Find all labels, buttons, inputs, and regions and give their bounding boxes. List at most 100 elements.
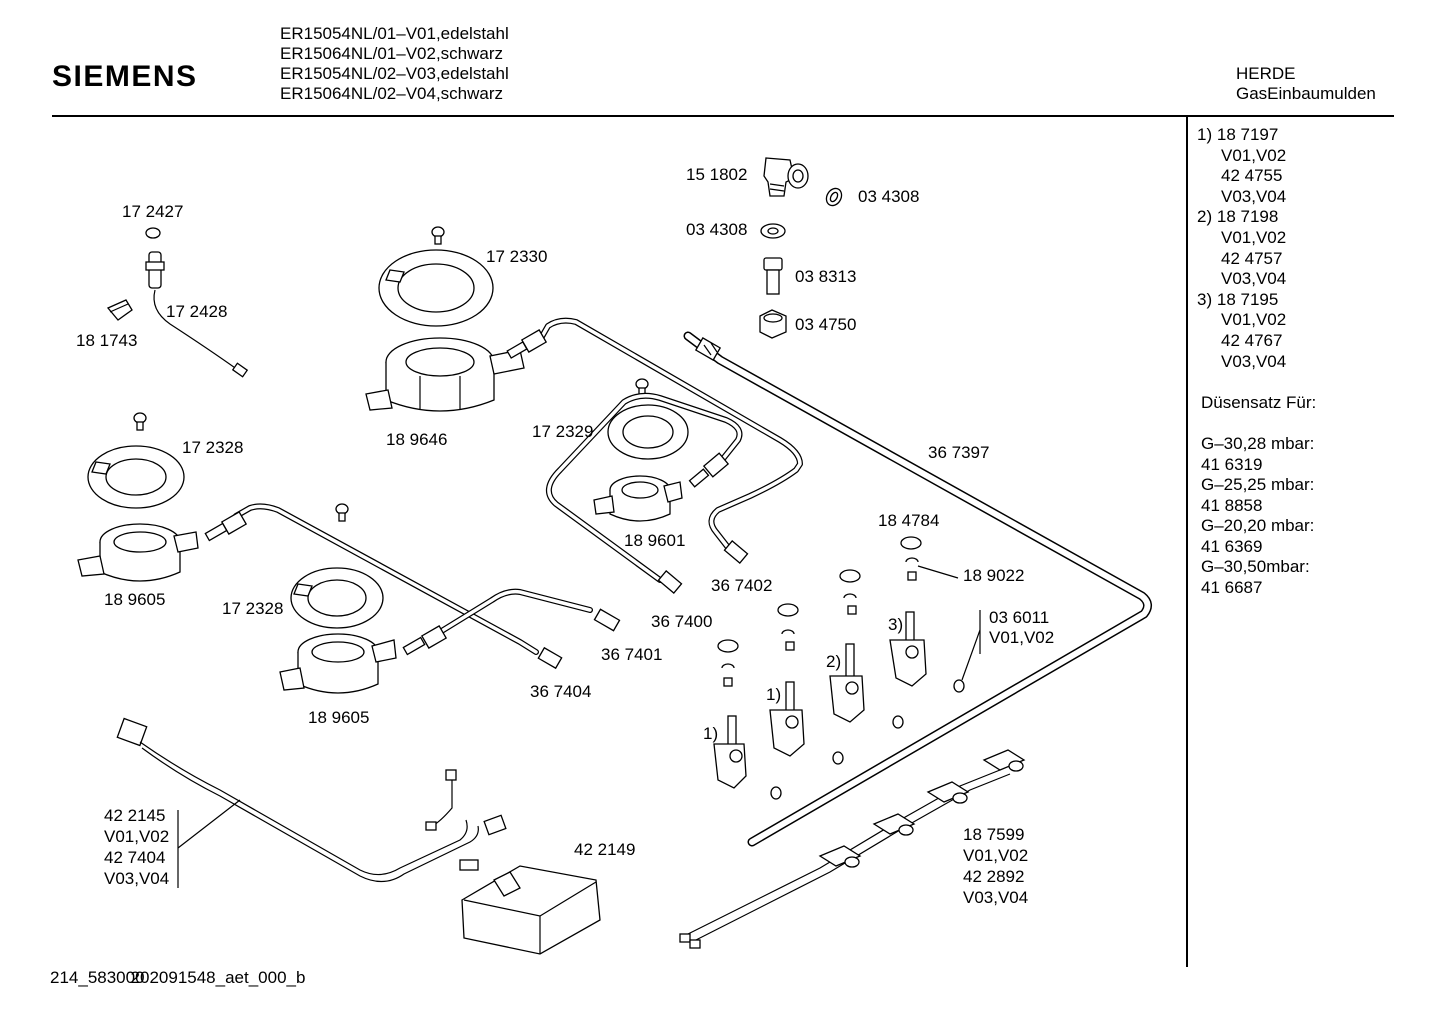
variant-line: 42 4755	[1221, 166, 1283, 186]
part-label: V01,V02	[989, 628, 1054, 647]
screw	[335, 503, 349, 522]
drawing-code: 214_583000202091548_aet_000_b	[50, 968, 305, 988]
side-panel: 1) 18 7197 V01,V02 42 4755 V03,V04 2) 18…	[1197, 125, 1316, 599]
nozzle-part: 41 6319	[1201, 454, 1263, 474]
electrode-clip	[106, 299, 133, 321]
part-label: 03 6011	[989, 608, 1049, 627]
part-label: 42 7404	[104, 848, 165, 867]
valve-cap	[839, 569, 861, 615]
part-label: 18 4784	[878, 511, 939, 530]
part-label: 18 7599	[963, 825, 1024, 844]
seal-ring-upper	[825, 187, 843, 207]
union-nut	[759, 309, 787, 339]
gas-tube	[233, 503, 539, 655]
valve-cap	[777, 603, 799, 651]
burner-cup	[279, 633, 397, 694]
part-label: 36 7397	[928, 443, 989, 462]
part-label: 17 2427	[122, 202, 183, 221]
seal-ring	[770, 679, 965, 800]
side-divider	[1186, 117, 1188, 967]
part-label: 36 7401	[601, 645, 662, 664]
variant-line: 42 4767	[1221, 330, 1283, 350]
screw	[635, 378, 649, 397]
variant-marker: 1)	[766, 685, 781, 704]
gasket-ring	[378, 249, 494, 327]
nozzle-part: 41 6687	[1201, 578, 1263, 598]
subcategory: GasEinbaumulden	[1236, 84, 1376, 103]
nozzle-gas: G–20,20 mbar:	[1201, 516, 1315, 536]
part-label: 18 9601	[624, 531, 685, 550]
part-label: 42 2892	[963, 867, 1024, 886]
gasket-ring	[607, 404, 689, 460]
part-label: 36 7400	[651, 612, 712, 631]
variant-line: V01,V02	[1221, 145, 1287, 165]
screw	[133, 412, 147, 431]
category-block: HERDE GasEinbaumulden	[1236, 64, 1376, 104]
nozzle-gas: G–30,50mbar:	[1201, 557, 1310, 577]
nozzle-gas: G–30,28 mbar:	[1201, 433, 1315, 453]
tube-fitting	[537, 646, 563, 670]
ignition-electrode	[145, 227, 249, 378]
variant-line: V01,V02	[1221, 310, 1287, 330]
part-label: 36 7402	[711, 576, 772, 595]
burner-cup	[365, 337, 525, 412]
part-label: 17 2428	[166, 302, 227, 321]
part-label: 03 8313	[795, 267, 856, 286]
part-label: 18 9646	[386, 430, 447, 449]
variant-line: V03,V04	[1221, 269, 1287, 289]
part-label: 17 2329	[532, 422, 593, 441]
header-divider	[52, 115, 1394, 117]
part-label: 42 2145	[104, 806, 165, 825]
variant-marker: 2)	[826, 652, 841, 671]
elbow-fitting	[763, 157, 809, 197]
nozzle-part: 41 8858	[1201, 495, 1263, 515]
brand-logo: SIEMENS	[52, 60, 198, 93]
part-label: 42 2149	[574, 840, 635, 859]
gas-valve	[713, 715, 747, 789]
model-line: ER15064NL/01–V02,schwarz	[280, 44, 504, 63]
gas-valve	[769, 681, 805, 757]
tube-fitting	[723, 540, 749, 564]
gas-valve	[829, 643, 865, 723]
wiring-harness	[116, 717, 507, 883]
seal-ring-lower	[760, 223, 786, 239]
ignition-module	[461, 865, 601, 955]
tube-fitting	[204, 511, 248, 542]
model-line: ER15054NL/01–V01,edelstahl	[280, 24, 509, 43]
nozzle-part: 41 6369	[1201, 536, 1263, 556]
variant-row: 3) 18 7195	[1197, 289, 1279, 309]
burner-cup	[593, 475, 683, 522]
part-label: V03,V04	[963, 888, 1028, 907]
variant-marker: 3)	[888, 615, 903, 634]
gas-tube	[546, 392, 743, 583]
gasket-ring	[87, 445, 185, 509]
model-line: ER15054NL/02–V03,edelstahl	[280, 64, 509, 83]
part-label: 18 9605	[308, 708, 369, 727]
variant-line: V03,V04	[1221, 351, 1287, 371]
part-label: 18 1743	[76, 331, 137, 350]
part-label: 17 2328	[182, 438, 243, 457]
nozzle-gas: G–25,25 mbar:	[1201, 475, 1315, 495]
main-gas-pipe	[683, 331, 1152, 847]
gas-valve	[889, 611, 927, 687]
gas-tube	[437, 588, 593, 635]
part-label: 15 1802	[686, 165, 747, 184]
part-label: 18 9022	[963, 566, 1024, 585]
part-label: V03,V04	[104, 869, 169, 888]
part-label: 03 4750	[795, 315, 856, 334]
tube-fitting	[593, 608, 621, 632]
variant-marker: 1)	[703, 724, 718, 743]
tube-fitting	[506, 329, 548, 359]
tube-fitting	[402, 625, 448, 656]
model-list: ER15054NL/01–V01,edelstahl ER15064NL/01–…	[280, 24, 509, 104]
category: HERDE	[1236, 64, 1296, 83]
part-label: 17 2330	[486, 247, 547, 266]
gasket-ring	[290, 567, 384, 629]
variant-row: 2) 18 7198	[1197, 207, 1279, 227]
part-label: V01,V02	[104, 827, 169, 846]
variant-line: V01,V02	[1221, 227, 1287, 247]
nozzle-title: Düsensatz Für:	[1201, 392, 1317, 412]
tube-fitting	[688, 452, 730, 488]
switch-harness	[679, 749, 1026, 949]
